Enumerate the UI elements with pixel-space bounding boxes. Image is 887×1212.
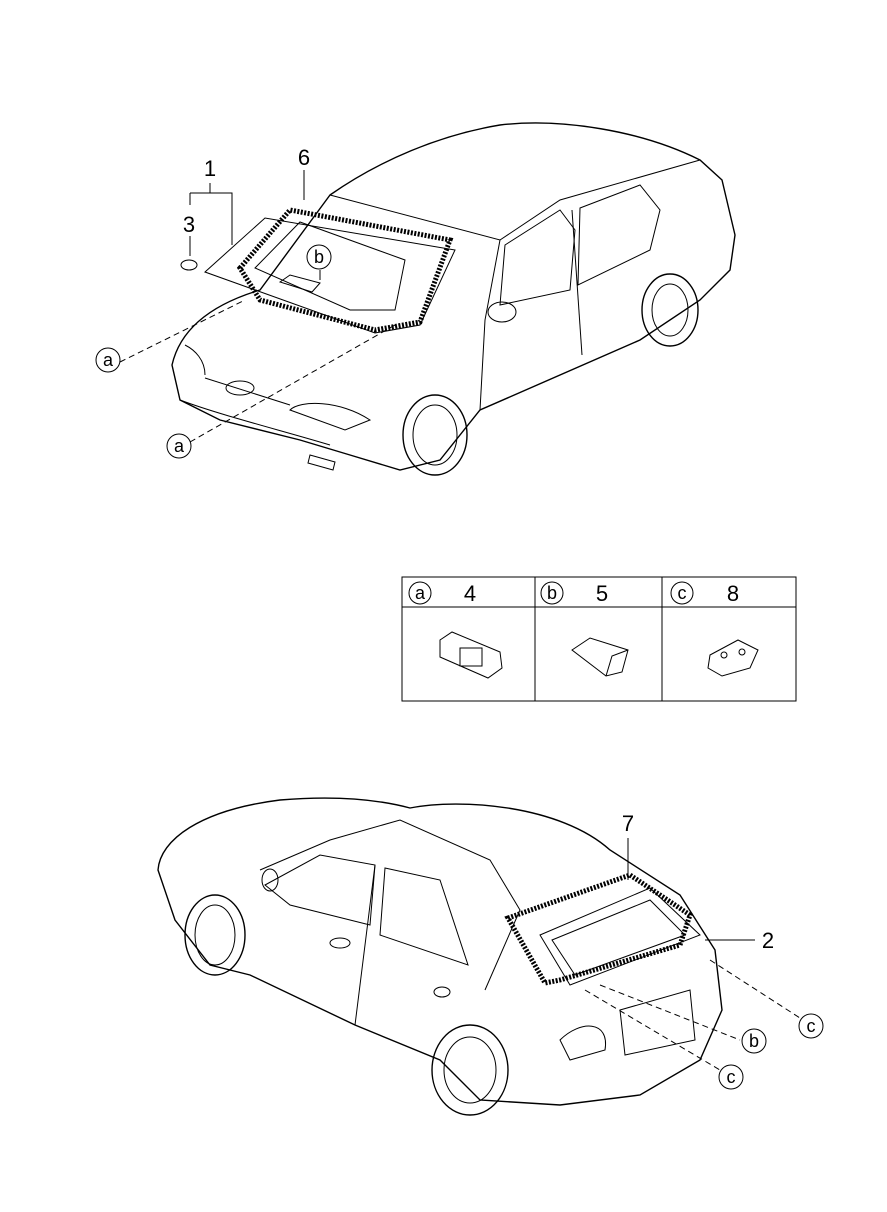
- ref-c-rear-1: c: [807, 1016, 816, 1036]
- ref-a-front-2: a: [174, 436, 185, 456]
- legend-ref-a: a: [415, 583, 426, 603]
- ref-b-front: b: [314, 247, 324, 267]
- front-car-illustration: [171, 122, 736, 476]
- legend-ref-b: b: [547, 583, 557, 603]
- legend-part-5: 5: [596, 581, 608, 606]
- ref-a-front-1: a: [103, 350, 114, 370]
- callout-1: 1: [204, 156, 216, 181]
- ref-b-rear: b: [749, 1031, 759, 1051]
- ref-c-rear-2: c: [727, 1067, 736, 1087]
- legend-part-4: 4: [464, 581, 476, 606]
- legend-ref-c: c: [678, 583, 687, 603]
- callout-2: 2: [762, 928, 774, 953]
- callout-6: 6: [298, 145, 310, 170]
- part8-icon: [707, 639, 759, 677]
- part4-icon: [439, 631, 503, 679]
- rear-window-glass: [504, 872, 701, 986]
- rear-car-illustration: [157, 797, 723, 1116]
- windshield-glass: [204, 207, 456, 334]
- legend-part-8: 8: [727, 581, 739, 606]
- part3-clip: [180, 259, 198, 271]
- callout-3: 3: [183, 212, 195, 237]
- legend-table: a 4 b 5 c 8: [401, 576, 797, 702]
- callout-7: 7: [622, 811, 634, 836]
- part5-icon: [571, 637, 629, 677]
